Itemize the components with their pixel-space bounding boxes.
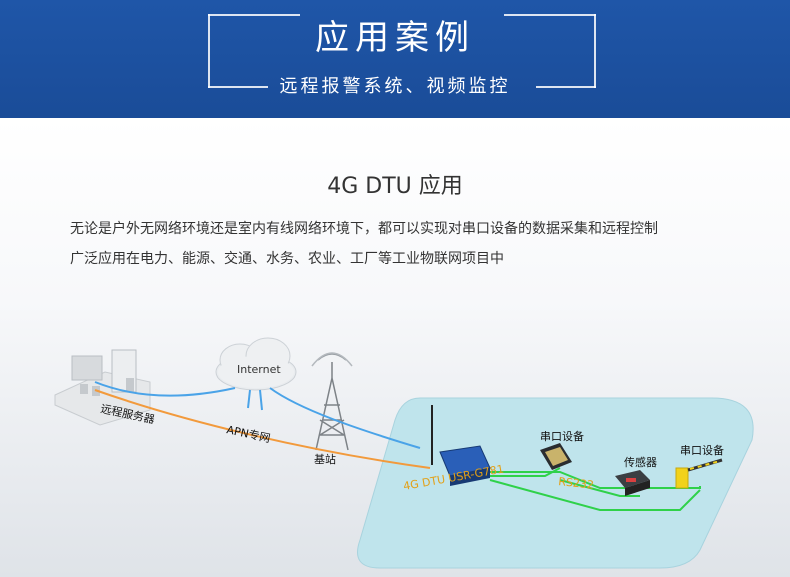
header-banner: 应用案例 远程报警系统、视频监控 (0, 0, 790, 118)
remote-server-icon (54, 349, 151, 426)
page-subtitle: 远程报警系统、视频监控 (279, 76, 511, 97)
description-line-1: 无论是户外无网络环境还是室内有线网络环境下，都可以实现对串口设备的数据采集和远程… (70, 221, 658, 237)
platform-area (357, 397, 754, 569)
label-serial-device-1: 串口设备 (540, 429, 584, 443)
base-station-tower-icon (311, 352, 353, 451)
label-internet: Internet (237, 363, 281, 376)
rs232-line-2 (489, 479, 701, 511)
link-server-cloud-blue (94, 381, 236, 397)
page-title: 应用案例 (315, 18, 475, 58)
link-server-dtu-orange (94, 389, 431, 469)
dtu-device-icon (431, 405, 491, 486)
section-title: 4G DTU 应用 (327, 174, 463, 199)
label-sensor: 传感器 (624, 456, 657, 469)
label-serial-device-2: 串口设备 (680, 443, 724, 457)
title-frame (208, 14, 596, 88)
label-apn: APN专网 (225, 422, 271, 445)
barrier-gate-icon (675, 458, 723, 489)
rs232-line-1 (485, 471, 701, 489)
description-line-2: 广泛应用在电力、能源、交通、水务、农业、工厂等工业物联网项目中 (70, 251, 504, 267)
sensor-icon (615, 470, 650, 496)
internet-cloud-icon (215, 337, 297, 391)
label-rs232: RS232 (558, 475, 595, 492)
link-cloud-dtu-blue (269, 387, 421, 449)
serial-device-1-icon (540, 443, 572, 470)
label-base-station: 基站 (314, 452, 336, 466)
network-diagram: 远程服务器 Internet APN专网 基站 4G DTU USR-G781 … (54, 337, 754, 569)
